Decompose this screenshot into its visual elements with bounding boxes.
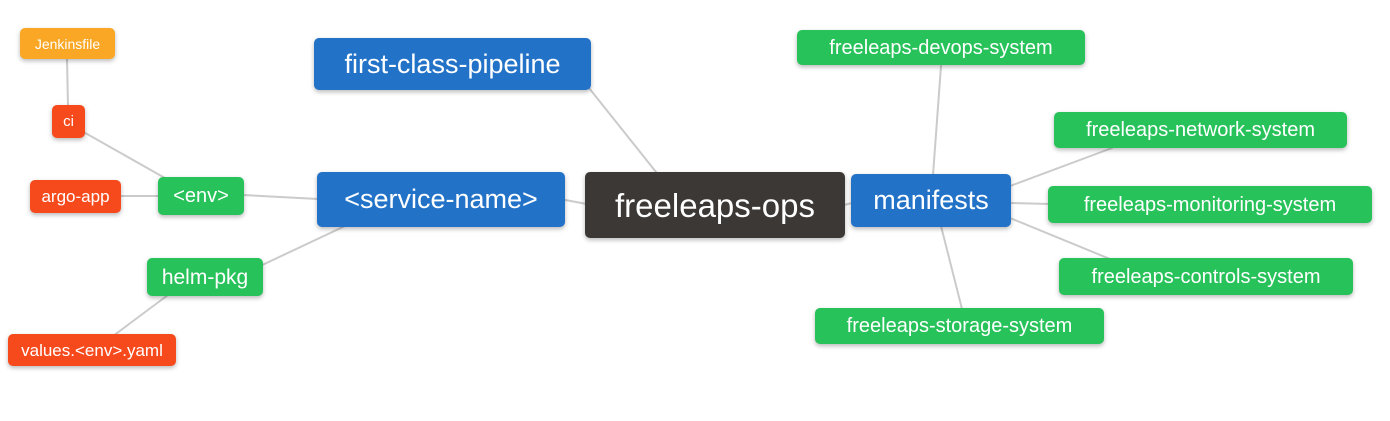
node-first-class-pipeline[interactable]: first-class-pipeline xyxy=(314,38,591,90)
node-label: freeleaps-controls-system xyxy=(1091,265,1321,288)
node-env[interactable]: <env> xyxy=(158,177,244,215)
node-label: freeleaps-monitoring-system xyxy=(1083,193,1337,216)
node-label: first-class-pipeline xyxy=(344,48,561,79)
node-controls-system[interactable]: freeleaps-controls-system xyxy=(1059,258,1353,295)
node-monitoring-system[interactable]: freeleaps-monitoring-system xyxy=(1048,186,1372,223)
node-jenkinsfile[interactable]: Jenkinsfile xyxy=(20,28,115,59)
edge-manifests-to-monitoring-system xyxy=(1009,202,1051,205)
node-label: <env> xyxy=(173,185,229,207)
edge-manifests-to-storage-system xyxy=(940,225,963,310)
node-label: freeleaps-network-system xyxy=(1086,119,1315,141)
node-devops-system[interactable]: freeleaps-devops-system xyxy=(797,30,1085,65)
node-label: freeleaps-ops xyxy=(615,186,815,224)
edge-helm-pkg-to-values-env-yaml xyxy=(112,294,169,337)
node-label: Jenkinsfile xyxy=(34,35,101,52)
node-storage-system[interactable]: freeleaps-storage-system xyxy=(815,308,1104,344)
node-label: helm-pkg xyxy=(161,265,249,289)
node-label: freeleaps-devops-system xyxy=(829,36,1053,59)
edge-ci-to-env xyxy=(79,129,173,183)
node-label: freeleaps-storage-system xyxy=(846,315,1073,337)
edge-manifests-to-devops-system xyxy=(932,65,942,176)
node-label: <service-name> xyxy=(344,184,538,214)
node-label: argo-app xyxy=(41,187,110,206)
node-network-system[interactable]: freeleaps-network-system xyxy=(1054,112,1347,148)
node-label: values.<env>.yaml xyxy=(21,340,163,360)
node-values-env-yaml[interactable]: values.<env>.yaml xyxy=(8,334,176,366)
edge-service-name-to-helm-pkg xyxy=(257,225,346,268)
node-service-name[interactable]: <service-name> xyxy=(317,172,565,227)
edge-manifests-to-network-system xyxy=(1009,147,1113,187)
node-manifests[interactable]: manifests xyxy=(851,174,1011,227)
edge-first-class-pipeline-to-freeleaps-ops xyxy=(588,87,661,178)
edge-jenkinsfile-to-ci xyxy=(66,58,69,107)
node-freeleaps-ops[interactable]: freeleaps-ops xyxy=(585,172,845,238)
edge-manifests-to-controls-system xyxy=(1009,217,1111,260)
node-label: ci xyxy=(63,113,74,130)
node-argo-app[interactable]: argo-app xyxy=(30,180,121,213)
node-helm-pkg[interactable]: helm-pkg xyxy=(147,258,263,296)
edge-env-to-service-name xyxy=(242,194,319,200)
node-ci[interactable]: ci xyxy=(52,105,85,138)
node-label: manifests xyxy=(873,185,989,215)
